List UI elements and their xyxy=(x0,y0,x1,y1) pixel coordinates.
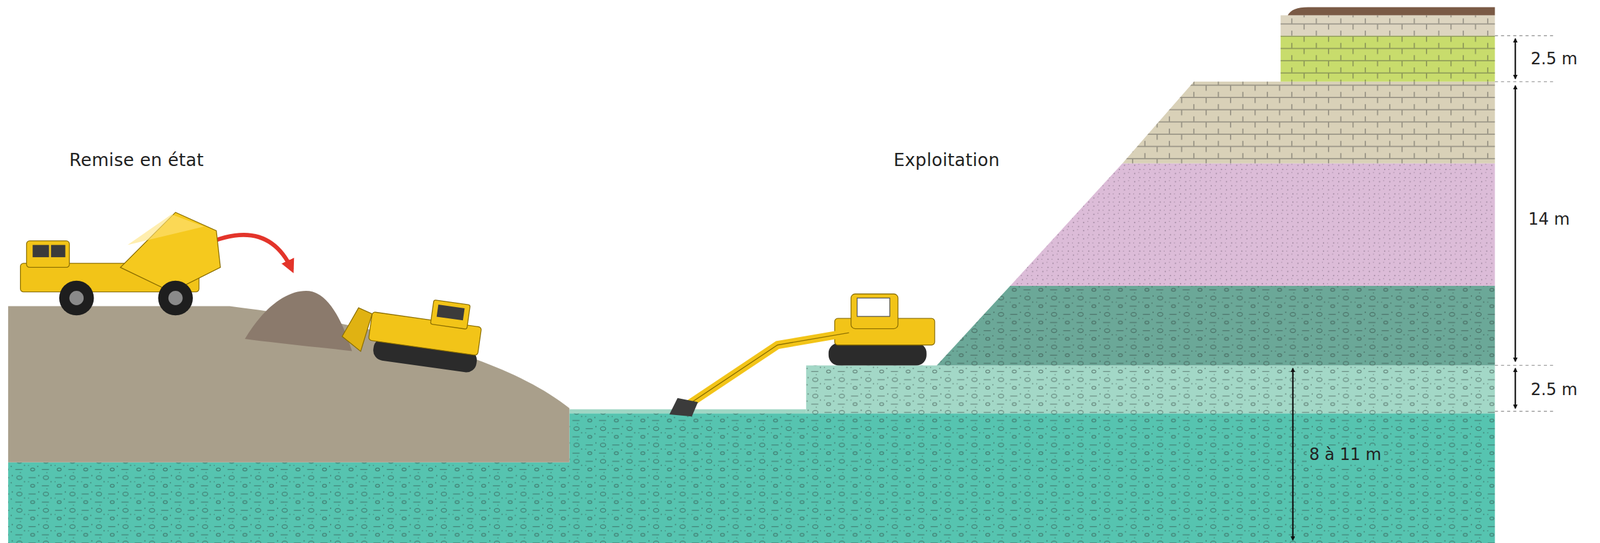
marl-texture xyxy=(1280,35,1495,82)
sand-layer xyxy=(1010,163,1496,286)
rock-strata xyxy=(8,6,1495,543)
spoil-pile xyxy=(244,290,352,351)
dimension-label: 2.5 m xyxy=(1530,380,1578,400)
dimension-label: 14 m xyxy=(1528,210,1571,230)
bulldozer xyxy=(339,287,485,374)
phase-heading: Remise en état xyxy=(69,150,205,171)
upper-limestone xyxy=(1280,15,1495,37)
dump-truck xyxy=(20,212,221,316)
light-gravel-layer xyxy=(806,365,1496,414)
dimension-label: 8 à 11 m xyxy=(1306,445,1385,465)
gravel-texture xyxy=(806,365,1496,414)
sand-texture xyxy=(1010,163,1496,286)
phase-heading: Exploitation xyxy=(893,150,1000,171)
limestone-texture xyxy=(1122,81,1496,164)
dimension-lines xyxy=(1292,35,1557,540)
dark-gravel-layer xyxy=(936,285,1495,366)
excavator xyxy=(669,293,935,417)
backfill xyxy=(8,234,570,462)
topsoil xyxy=(1287,6,1496,15)
marl-layer xyxy=(1280,35,1495,82)
limestone-texture xyxy=(1280,15,1495,37)
limestone-layer xyxy=(1122,81,1496,164)
gravel-texture xyxy=(936,285,1495,366)
dimension-label: 2.5 m xyxy=(1530,49,1578,69)
